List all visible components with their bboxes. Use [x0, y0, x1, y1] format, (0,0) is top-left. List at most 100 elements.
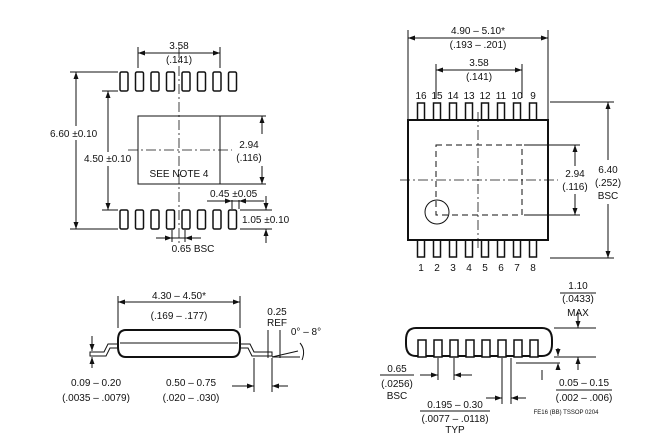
dim-top-width-in: (.141) [466, 72, 492, 83]
dim-side-body-width-in: (.169 – .177) [151, 311, 208, 322]
top-view-lead [528, 102, 538, 121]
dim-side-foot-length-in: (.020 – .030) [163, 393, 220, 404]
top-view-lead [512, 239, 522, 258]
footprint-pad [196, 209, 207, 230]
dim-side-lead-thickness-in: (.0035 – .0079) [62, 393, 130, 404]
end-view-lead [529, 339, 539, 358]
top-view-top-leads [416, 102, 538, 121]
footprint-pad [227, 209, 238, 230]
drawing-code: FE16 (BB) TSSOP 0204 [534, 410, 599, 416]
top-view-lead [464, 102, 474, 121]
pin-number: 10 [511, 91, 523, 102]
dim-top-length: 4.90 – 5.10* [451, 26, 505, 37]
pin-number: 8 [530, 263, 536, 274]
end-view-lead [417, 339, 427, 358]
pin-number: 6 [498, 263, 504, 274]
footprint-pad [134, 71, 145, 92]
dim-end-height-note: MAX [567, 308, 589, 319]
top-view-lead [464, 239, 474, 258]
dim-footprint-body-height: 2.94 [239, 140, 259, 151]
dim-end-lead-width: 0.195 – 0.30 [427, 400, 483, 411]
pin-number: 9 [530, 91, 536, 102]
top-view-lead [480, 102, 490, 121]
footprint-bottom-pads [119, 209, 238, 230]
pin-number: 3 [450, 263, 456, 274]
dim-footprint-body-height-in: (.116) [236, 153, 261, 164]
dim-end-height-in: (.0433) [562, 294, 594, 305]
pin1-indicator [424, 199, 450, 225]
end-view-lead [481, 339, 491, 358]
footprint-pad [119, 209, 129, 230]
pin-number: 1 [418, 263, 424, 274]
side-view-left-lead [89, 343, 118, 357]
dim-top-span-in: (.252) [595, 178, 621, 189]
side-view: 4.30 – 4.50* (.169 – .177) 0.25 REF 0° –… [62, 291, 321, 404]
footprint-pad [227, 71, 238, 92]
pin-number: 4 [466, 263, 472, 274]
pin-number: 5 [482, 263, 488, 274]
footprint-top-pads [119, 71, 238, 92]
dim-side-lead-thickness: 0.09 – 0.20 [71, 378, 121, 389]
pin-number: 2 [434, 263, 440, 274]
dim-end-lead-width-note: TYP [445, 425, 465, 436]
top-view-lead [528, 239, 538, 258]
dim-top-span: 6.40 [598, 165, 618, 176]
dim-end-standoff: 0.05 – 0.15 [559, 378, 609, 389]
dim-top-width: 3.58 [469, 58, 489, 69]
dim-footprint-width: 3.58 [169, 41, 189, 52]
top-view-lead [432, 239, 442, 258]
footprint-pad [181, 71, 191, 92]
dim-footprint-inner-height: 4.50 ±0.10 [84, 154, 132, 165]
footprint-pad [165, 209, 176, 230]
end-view: 1.10 (.0433) MAX 0.65 (.0256) BSC 0.195 … [380, 281, 612, 436]
top-view-lead [448, 239, 458, 258]
footprint-pad [165, 71, 176, 92]
footprint-pad [119, 71, 129, 92]
dim-top-height: 2.94 [565, 169, 585, 180]
top-view-lead [480, 239, 490, 258]
footprint-pad [212, 209, 222, 230]
dim-side-foot-length: 0.50 – 0.75 [166, 378, 216, 389]
footprint-pad [181, 209, 191, 230]
top-view-lead [512, 102, 522, 121]
dim-end-pitch-in: (.0256) [381, 379, 413, 390]
top-view-lead [496, 239, 506, 258]
dim-top-height-in: (.116) [562, 182, 587, 193]
end-view-lead [433, 339, 443, 358]
dim-top-length-in: (.193 – .201) [450, 40, 507, 51]
top-view-lead [416, 239, 426, 258]
dim-top-span-note: BSC [598, 191, 619, 202]
dim-side-angle: 0° – 8° [291, 327, 321, 338]
end-view-lead [449, 339, 459, 358]
dim-end-lead-width-in: (.0077 – .0118) [421, 414, 488, 425]
side-view-body [117, 329, 241, 358]
footprint-pad [212, 71, 222, 92]
end-view-leads [417, 339, 539, 358]
footprint-pad [196, 71, 207, 92]
dim-footprint-width-in: (.141) [166, 55, 192, 66]
top-view-bottom-leads [416, 239, 538, 258]
dim-footprint-pad-length: 1.05 ±0.10 [242, 215, 290, 226]
pin-number: 15 [431, 91, 443, 102]
pin-number: 16 [415, 91, 427, 102]
top-view-lead [448, 102, 458, 121]
end-view-lead [465, 339, 475, 358]
pin-number: 7 [514, 263, 520, 274]
dim-footprint-pad-width: 0.45 ±0.05 [210, 189, 258, 200]
dim-side-ref: 0.25 [267, 307, 287, 318]
end-view-lead [513, 339, 523, 358]
dim-footprint-overall-height: 6.60 ±0.10 [50, 129, 98, 140]
footprint-view: SEE NOTE 4 3.58 (.141) 6.60 ±0.10 4.50 ±… [50, 41, 290, 255]
dim-end-pitch-note: BSC [387, 391, 408, 402]
footprint-pad [150, 71, 160, 92]
top-view-lead [432, 102, 442, 121]
footprint-pad [134, 209, 145, 230]
dim-end-pitch: 0.65 [387, 364, 407, 375]
pin-number: 13 [463, 91, 475, 102]
pin-number: 14 [447, 91, 459, 102]
dim-side-body-width: 4.30 – 4.50* [152, 291, 206, 302]
dim-side-ref-label: REF [267, 318, 287, 329]
pin-number: 12 [479, 91, 491, 102]
